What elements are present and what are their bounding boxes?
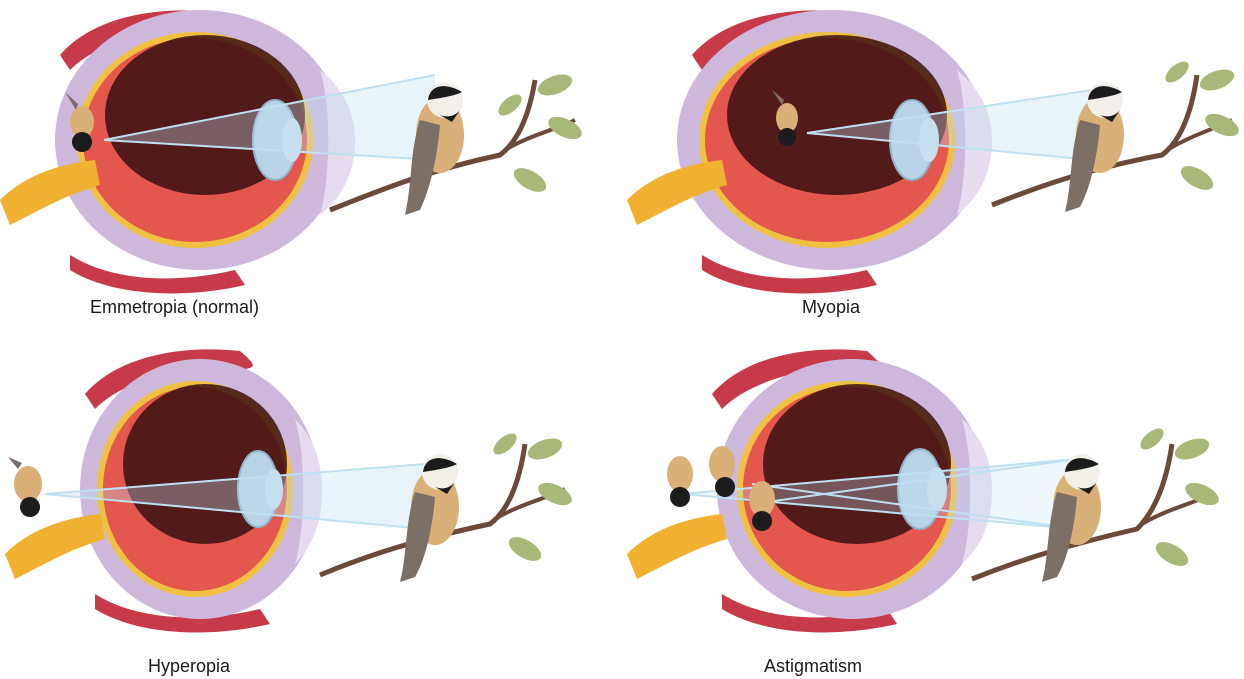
caption-myopia: Myopia xyxy=(802,297,860,318)
panel-emmetropia: Emmetropia (normal) xyxy=(0,0,622,339)
optic-nerve xyxy=(5,514,105,579)
focused-image-bird xyxy=(8,457,42,517)
panel-myopia: Myopia xyxy=(622,0,1244,339)
caption-emmetropia: Emmetropia (normal) xyxy=(90,297,259,318)
eye-diagram-astigmatism xyxy=(622,339,1244,678)
panel-astigmatism: Astigmatism xyxy=(622,339,1244,678)
caption-hyperopia: Hyperopia xyxy=(148,656,230,677)
optic-nerve xyxy=(627,514,727,579)
eyeball xyxy=(627,10,992,293)
eye-diagram-hyperopia xyxy=(0,339,622,678)
eye-diagram-emmetropia xyxy=(0,0,622,339)
panel-hyperopia: Hyperopia xyxy=(0,339,622,678)
caption-astigmatism: Astigmatism xyxy=(764,656,862,677)
eye-diagram-myopia xyxy=(622,0,1244,339)
